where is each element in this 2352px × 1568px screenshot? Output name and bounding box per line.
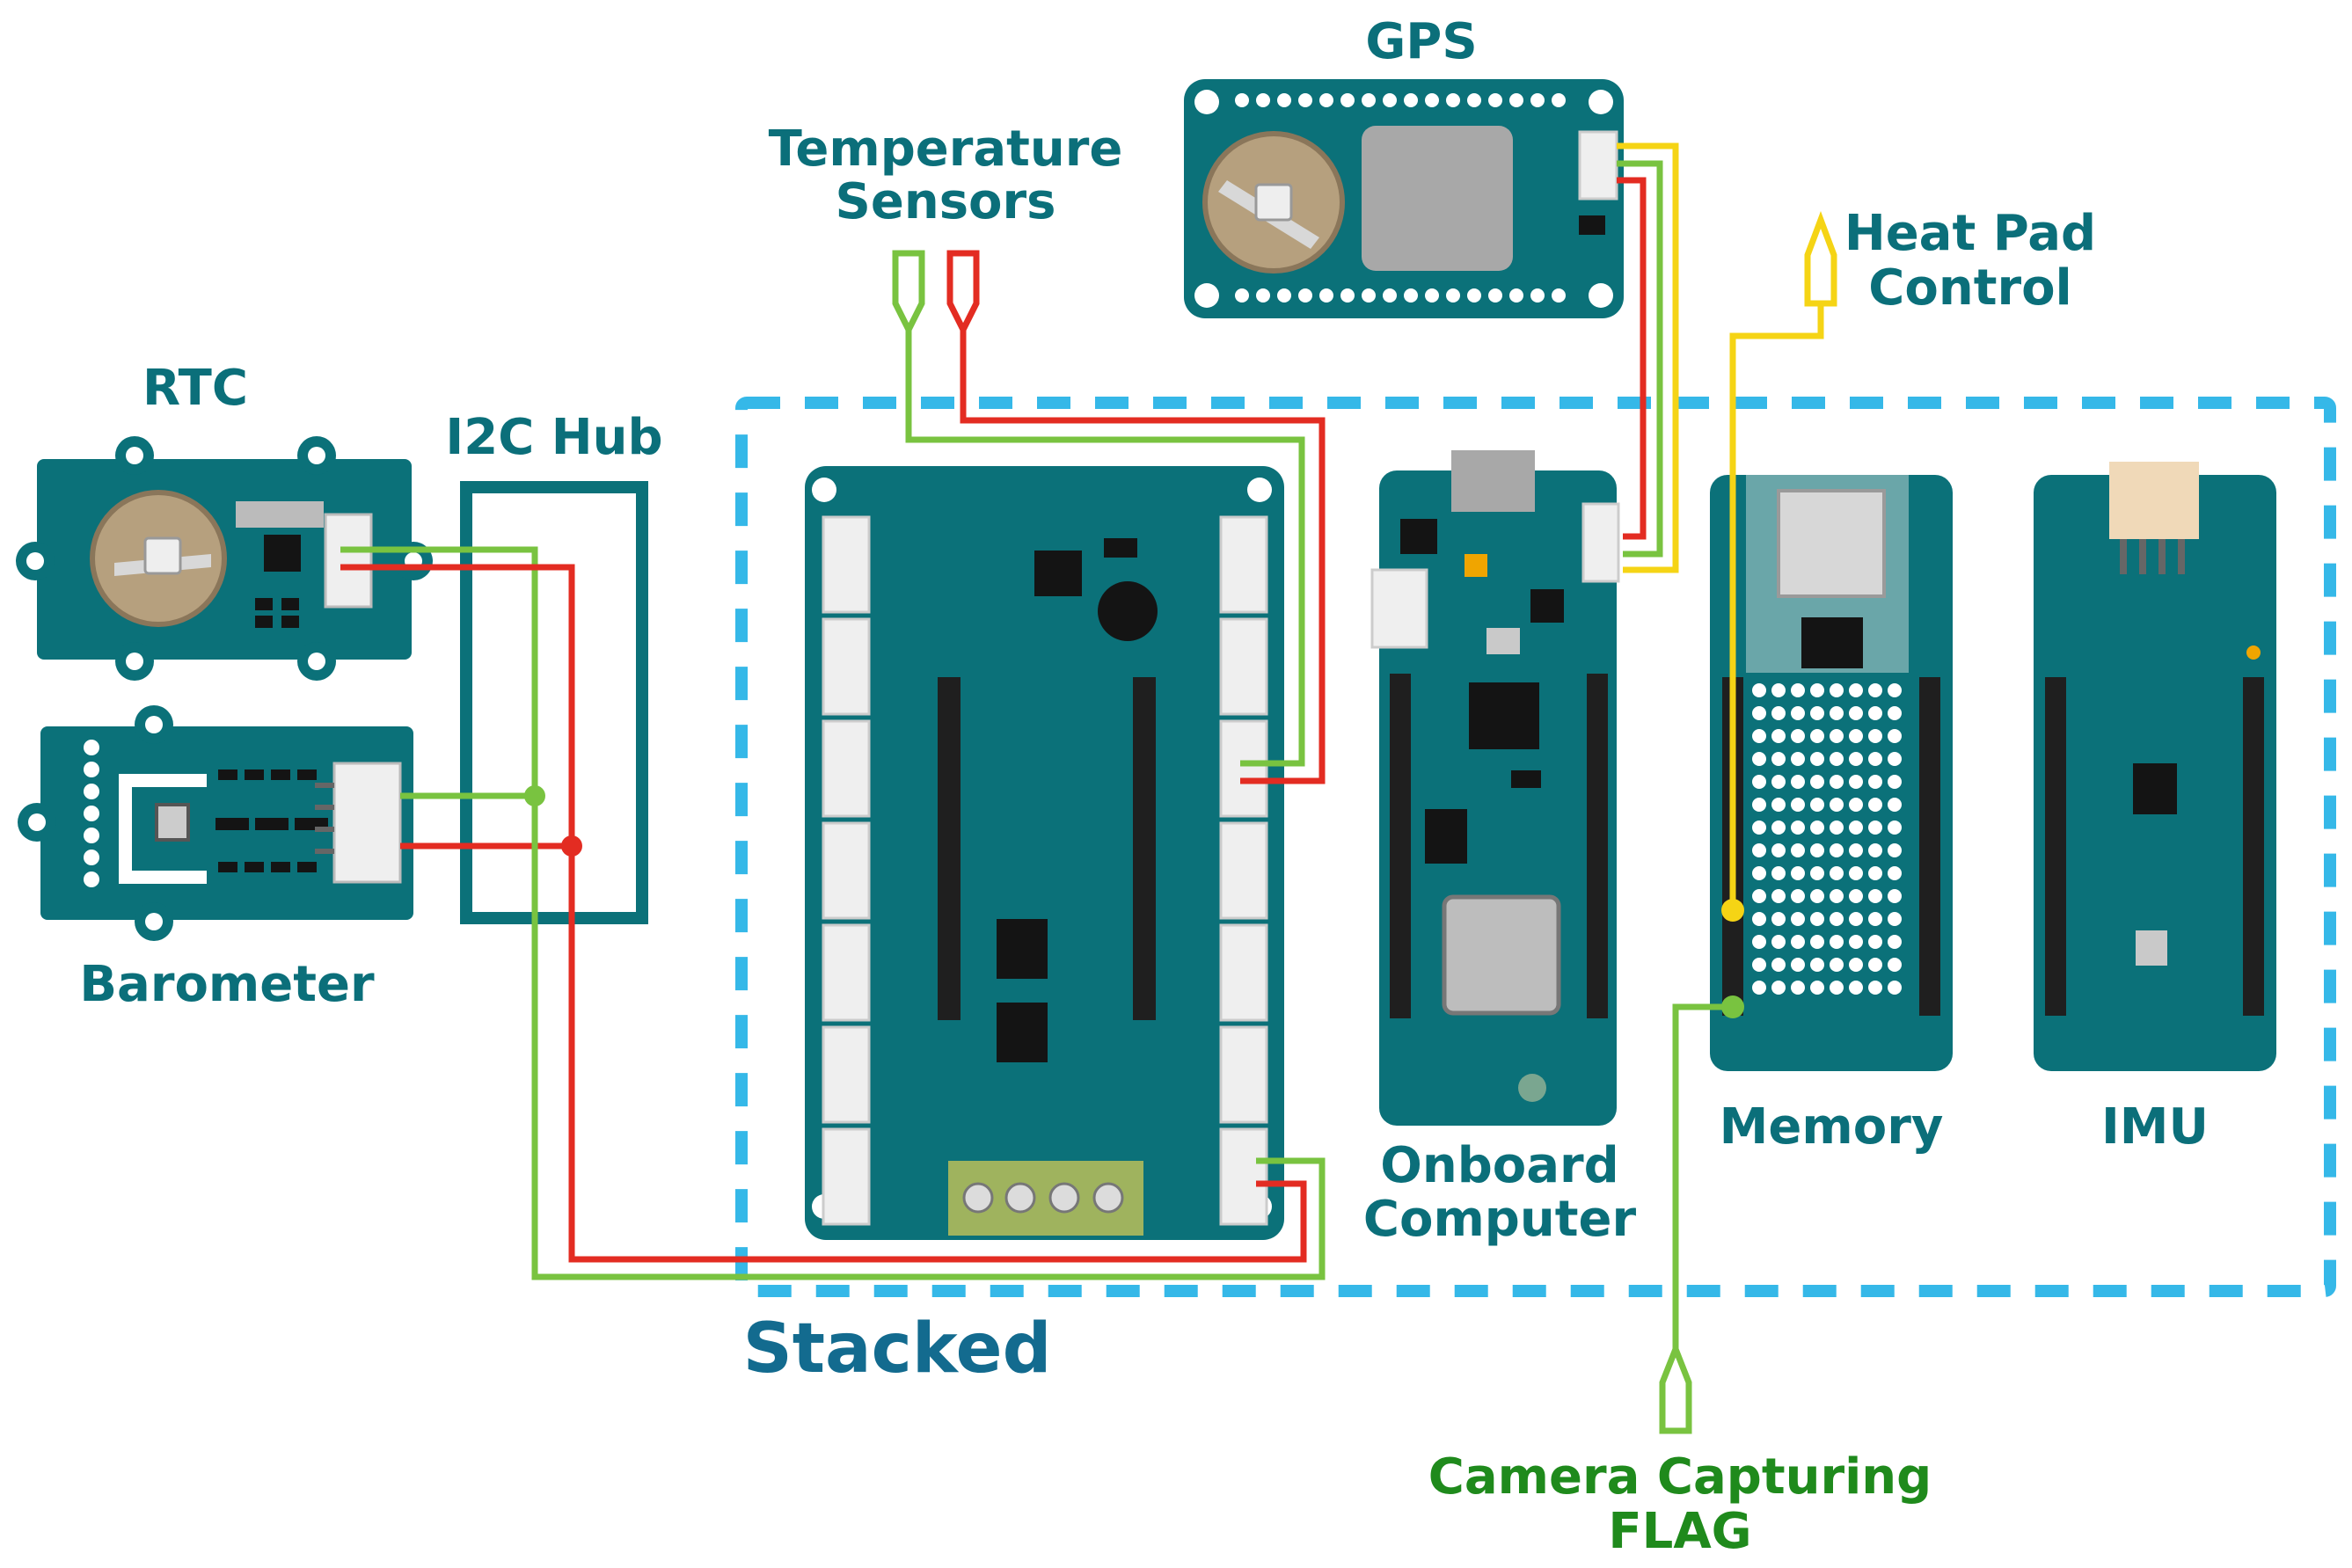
label-onboard-line2: Computer — [1363, 1191, 1637, 1248]
label-imu: IMU — [2101, 1098, 2209, 1156]
junction-green — [524, 785, 545, 806]
wire-camera-green — [1672, 1003, 1733, 1350]
label-temperature-line1: Temperature — [769, 120, 1123, 178]
label-camera-line2: FLAG — [1608, 1503, 1751, 1560]
label-camera-line1: Camera Capturing — [1428, 1448, 1932, 1506]
wires — [340, 142, 1824, 1350]
junction-red — [561, 835, 582, 857]
wire-rtc-red — [340, 564, 575, 846]
label-onboard-line1: Onboard — [1380, 1137, 1619, 1194]
onboard-computer-board — [1370, 450, 1620, 1126]
label-stacked: Stacked — [743, 1309, 1052, 1389]
wire-gps-green — [1617, 160, 1663, 558]
wire-gps-red — [1617, 177, 1647, 540]
label-heatpad-line2: Control — [1868, 259, 2072, 317]
camera-probe-icon — [1659, 1340, 1692, 1434]
carrier-board — [805, 466, 1284, 1240]
wire-temp-green — [905, 330, 1305, 767]
label-heatpad-line1: Heat Pad — [1844, 205, 2096, 262]
imu-board — [2034, 462, 2276, 1071]
heatpad-probe-icon — [1804, 211, 1837, 307]
label-rtc: RTC — [142, 360, 248, 417]
stacked-region — [735, 397, 2336, 1297]
wire-bus-green — [531, 796, 1326, 1280]
label-temperature-line2: Sensors — [836, 173, 1056, 230]
wire-heatpad-yellow — [1729, 303, 1824, 910]
barometer-board — [18, 705, 413, 941]
rtc-board — [16, 436, 433, 681]
wire-gps-yellow — [1617, 142, 1679, 573]
gps-board — [1184, 79, 1624, 318]
wire-rtc-green — [340, 546, 538, 796]
label-memory: Memory — [1720, 1098, 1944, 1156]
temp-probe-red-icon — [946, 250, 980, 337]
wire-bus-red — [568, 846, 1307, 1263]
label-i2c-hub: I2C Hub — [445, 409, 662, 466]
label-barometer: Barometer — [79, 956, 375, 1013]
junction-camera — [1721, 995, 1744, 1018]
wire-temp-red — [960, 330, 1326, 784]
perfboard-grid — [1752, 683, 1902, 995]
temp-probe-green-icon — [892, 250, 925, 337]
memory-board — [1710, 475, 1953, 1071]
junction-heatpad — [1721, 899, 1744, 922]
label-gps: GPS — [1365, 13, 1477, 70]
i2c-hub-box — [460, 481, 648, 924]
